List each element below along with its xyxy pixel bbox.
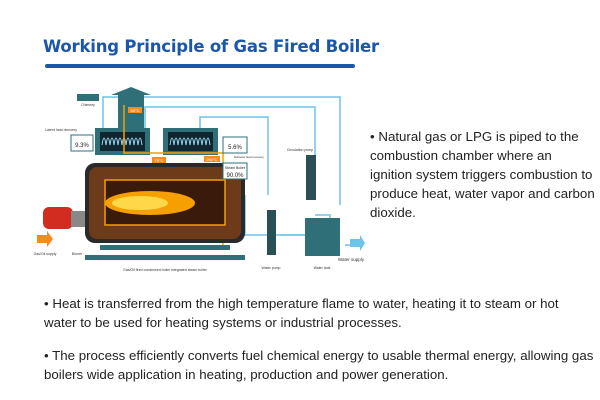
water-pump-label: Water pump (262, 266, 281, 270)
title-underline (45, 64, 355, 68)
bullet-combustion: • Natural gas or LPG is piped to the com… (370, 129, 595, 220)
circulation-pump-label: Circulation pump (287, 148, 313, 152)
exhaust-value: 5.6% (228, 145, 242, 151)
bullet-heat-transfer: • Heat is transferred from the high temp… (44, 296, 559, 330)
latent-label: Latent heat recovery (45, 128, 77, 132)
boiler-drum (85, 163, 245, 260)
boiler-caption: Gas/Oil fired condensed boiler integrate… (123, 268, 207, 272)
water-tank: Water tank (305, 218, 340, 270)
boiler-value: 90.0% (226, 173, 244, 179)
bullet-efficiency: • The process efficiently converts fuel … (44, 348, 594, 382)
burner-label: Burner (72, 252, 83, 256)
page-title: Working Principle of Gas Fired Boiler (43, 37, 379, 56)
water-supply-label: Water supply (338, 257, 365, 262)
boiler-label: Steam Boiler (225, 166, 246, 170)
exhaust-label: Exhaust heat recovery (234, 155, 264, 159)
boiler-diagram: Chimney Circulation pump Water pump (34, 87, 365, 272)
latent-value: 9.3% (75, 143, 89, 149)
gas-supply-label: Gas/Oil supply (34, 252, 57, 256)
chimney-label: Chimney (81, 103, 95, 107)
burner (43, 207, 85, 229)
circulation-pump: Circulation pump (287, 148, 316, 200)
water-tank-label: Water tank (314, 266, 331, 270)
water-supply-arrow-icon (350, 235, 365, 251)
gas-supply-arrow-icon (37, 231, 53, 247)
temp-label-2: 70°C (155, 158, 164, 163)
temp-label-1: 60°C (131, 108, 140, 113)
temp-label-3: 260°C (206, 157, 217, 162)
water-pump: Water pump (262, 210, 281, 270)
